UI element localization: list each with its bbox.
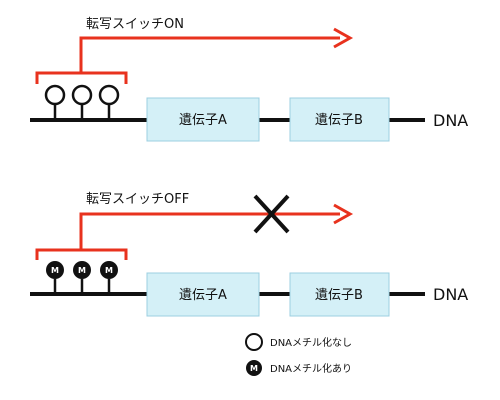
methylated-circle-icon [246,360,262,376]
gene-a-box-bottom [146,272,260,317]
gene-b-label-bottom: 遺伝子B [315,288,363,303]
promoter-bracket-bottom [35,248,128,260]
legend-item-methylated: M DNAメチル化あり [246,360,352,376]
promoter-bracket-top [35,71,128,84]
legend-unmethylated-label: DNAメチル化なし [270,336,352,349]
top-diagram: 転写スイッチON 遺伝子A 遺伝子B DNA [30,17,468,142]
cpg-site-methylated: M [73,261,91,294]
unmethylated-circle-icon [245,333,263,351]
dna-label-bottom: DNA [433,285,468,304]
svg-text:M: M [78,266,86,275]
legend-item-unmethylated: DNAメチル化なし [245,333,352,351]
gene-a-box-top [146,97,260,142]
cpg-site-unmethylated [44,84,66,120]
svg-text:M: M [105,266,113,275]
cpg-site-unmethylated [98,84,120,120]
gene-a-label-top: 遺伝子A [179,113,227,128]
block-cross-icon [253,194,290,234]
gene-b-label-top: 遺伝子B [315,113,363,128]
dna-label-top: DNA [433,111,468,130]
bottom-diagram: 転写スイッチOFF M M M 遺伝子A 遺伝子B [30,192,468,317]
cpg-site-methylated: M [46,261,64,294]
svg-text:M: M [250,364,258,373]
transcription-arrow-on [79,27,354,73]
gene-a-label-bottom: 遺伝子A [179,288,227,303]
cpg-site-methylated: M [100,261,118,294]
switch-on-label: 転写スイッチON [86,17,184,32]
legend-methylated-label: DNAメチル化あり [270,362,352,375]
switch-off-label: 転写スイッチOFF [86,192,189,207]
gene-b-box-top [289,97,390,142]
gene-b-box-bottom [289,272,390,317]
cpg-site-unmethylated [71,84,93,120]
transcription-arrow-off [79,203,354,250]
svg-text:M: M [51,266,59,275]
legend: DNAメチル化なし M DNAメチル化あり [245,333,352,376]
